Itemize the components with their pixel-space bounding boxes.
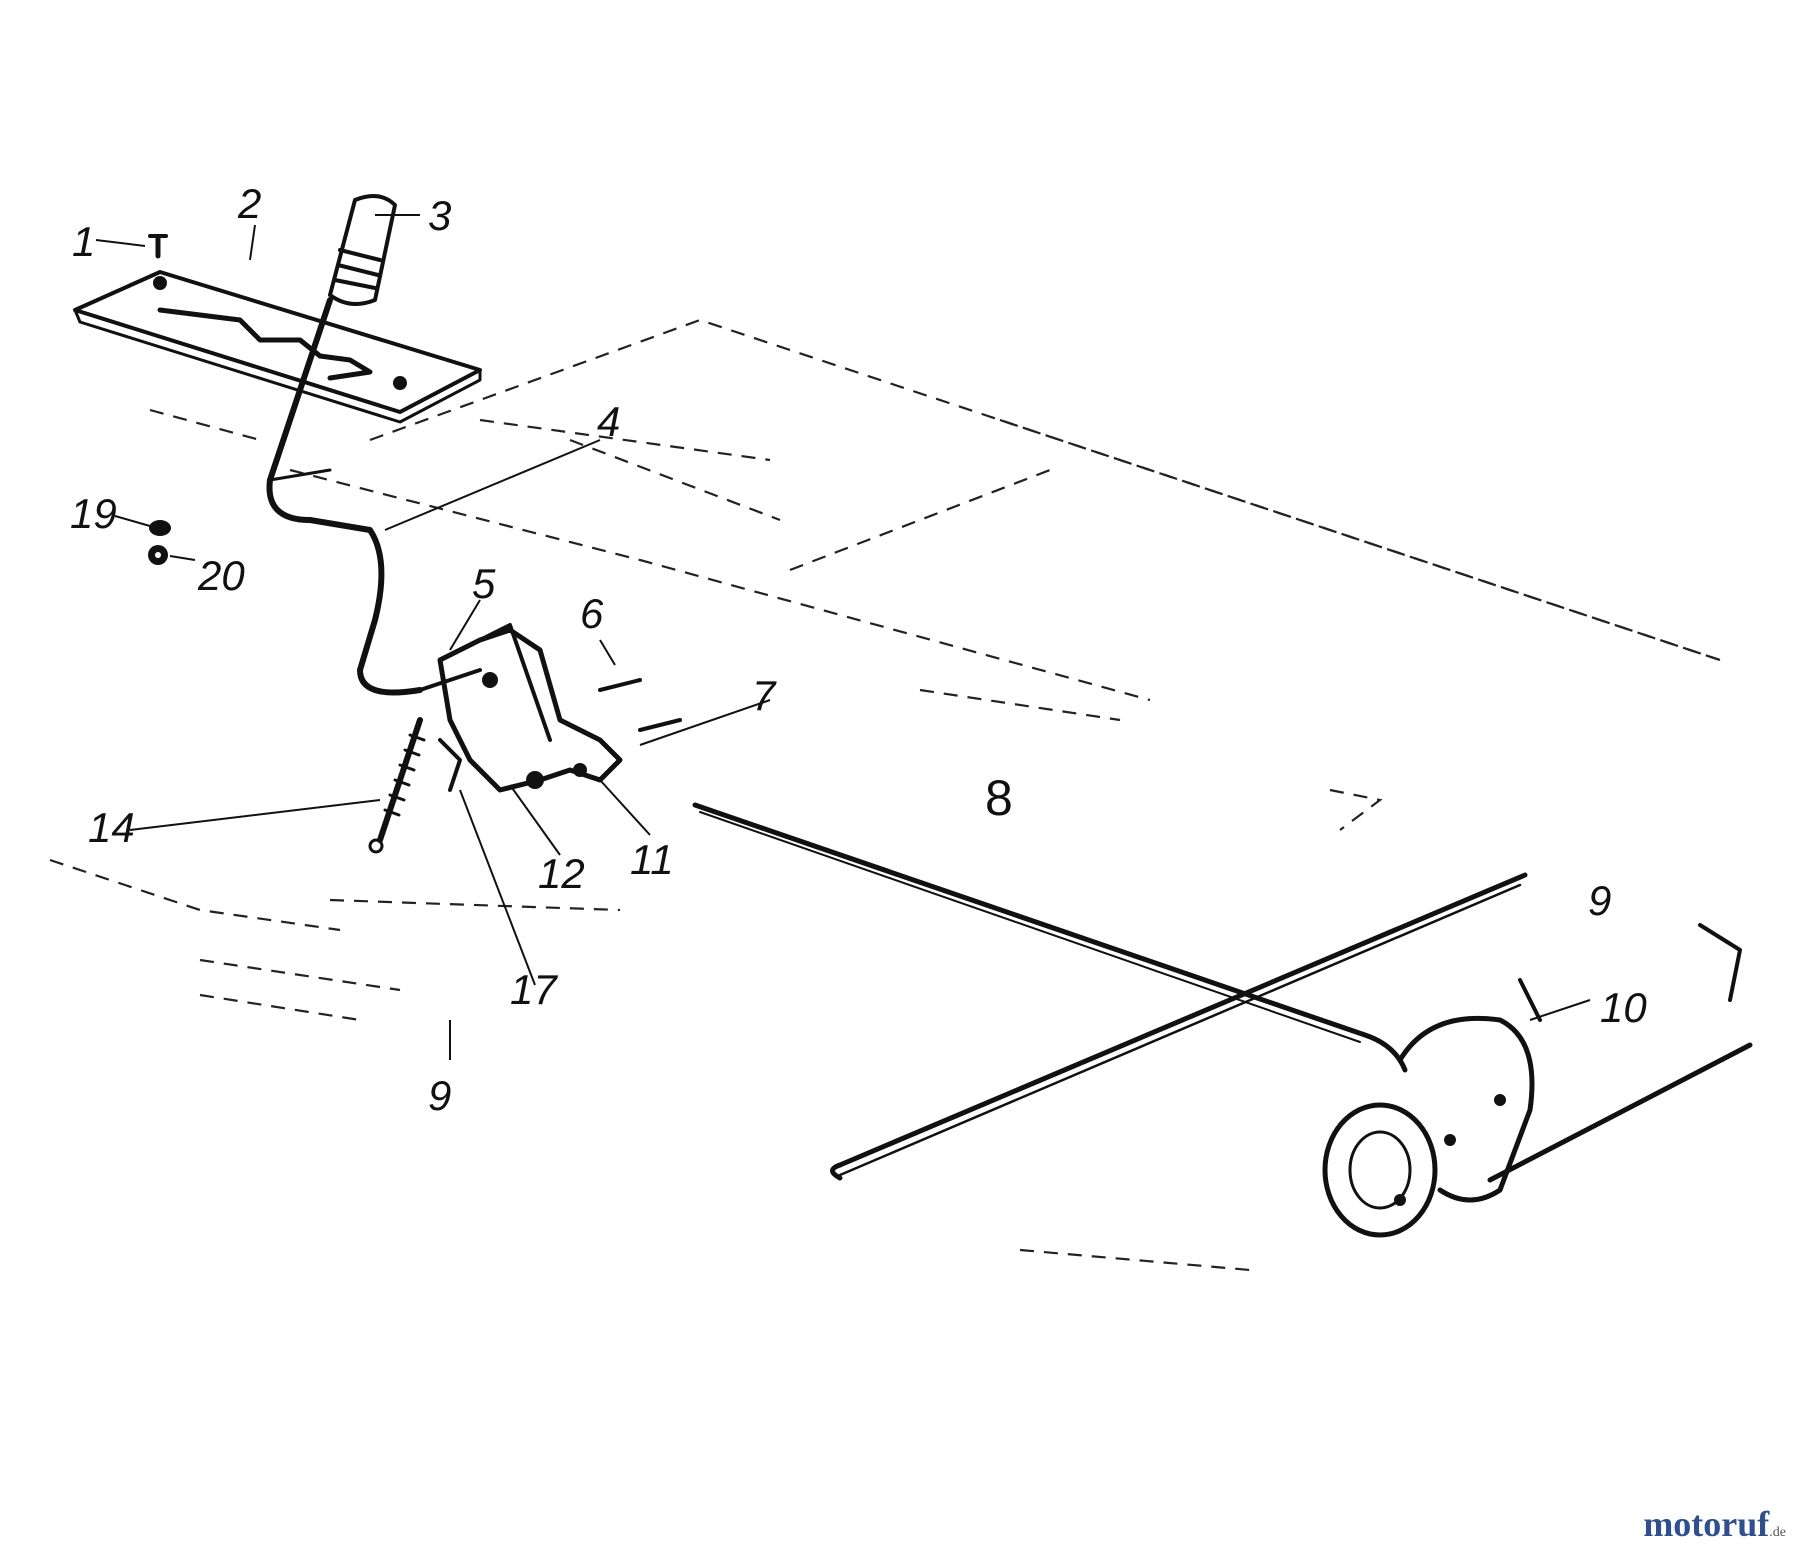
- leader-lines: [95, 214, 1591, 1060]
- label-part-2: 2: [237, 180, 261, 227]
- frame-outline: [49, 318, 1721, 1272]
- label-part-4: 4: [597, 398, 620, 445]
- label-part-14: 14: [88, 804, 135, 851]
- shift-lever: [266, 297, 423, 696]
- label-part-11: 11: [630, 836, 674, 883]
- watermark-logo: motoruf.de: [1643, 1503, 1786, 1545]
- watermark-text: motoruf: [1643, 1504, 1770, 1544]
- washer: [148, 545, 168, 565]
- screw: [148, 234, 168, 259]
- label-part-9-left: 9: [428, 1072, 451, 1119]
- label-part-1: 1: [72, 218, 95, 265]
- nut: [149, 520, 171, 536]
- label-part-6: 6: [580, 590, 604, 637]
- label-part-12: 12: [538, 850, 585, 897]
- label-part-9-right: 9: [1588, 877, 1611, 924]
- bracket-assembly: [418, 623, 682, 793]
- shift-rod: [692, 802, 1408, 1073]
- shift-plate: [73, 270, 482, 424]
- label-part-10: 10: [1600, 984, 1647, 1031]
- transmission-housing: [1322, 923, 1742, 1238]
- axle: [830, 872, 1753, 1183]
- shift-knob: [328, 194, 397, 306]
- label-part-17: 17: [510, 966, 558, 1013]
- spring: [368, 717, 426, 854]
- label-part-8: 8: [985, 770, 1013, 826]
- watermark-tld: .de: [1769, 1525, 1786, 1540]
- clip: [438, 738, 462, 792]
- label-part-5: 5: [472, 560, 496, 607]
- label-part-7: 7: [752, 672, 777, 719]
- label-part-3: 3: [428, 192, 451, 239]
- label-part-20: 20: [197, 552, 245, 599]
- label-part-19: 19: [70, 490, 117, 537]
